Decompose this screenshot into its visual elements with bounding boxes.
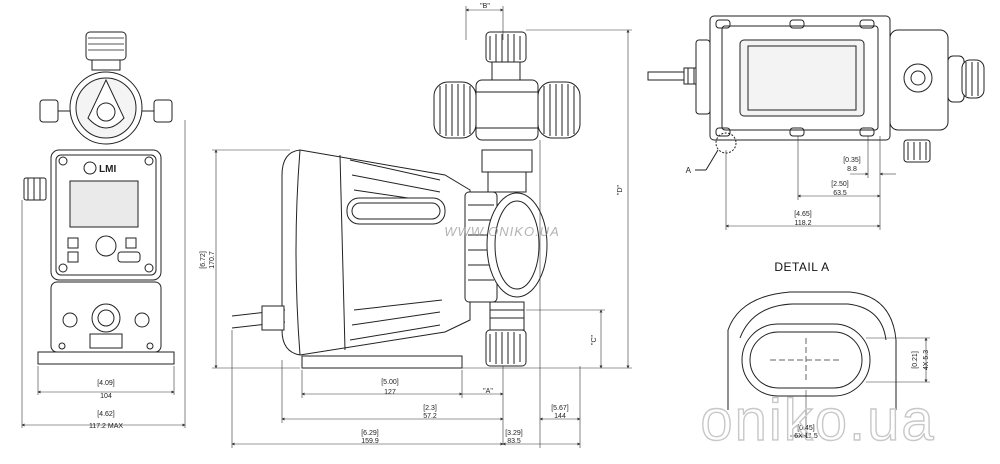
front-view: LMI: [23, 31, 175, 365]
front-max-width-in: [4.62]: [97, 411, 115, 418]
front-dimensions: [21, 120, 186, 428]
label-a: "A": [483, 388, 493, 395]
top-d3-in: [4.65]: [794, 211, 812, 218]
detail-h-in: [0.21]: [912, 351, 919, 369]
top-d1-in: [0.35]: [843, 157, 861, 164]
detail-dimensions: [790, 337, 930, 440]
side-d3-mm: 159.9: [361, 438, 379, 445]
side-d4-mm: 83.5: [507, 438, 521, 445]
side-dimensions: [212, 6, 632, 448]
label-d: "D": [617, 184, 624, 195]
label-b: "B": [480, 3, 490, 10]
side-d2-in: [2.3]: [423, 405, 437, 412]
front-max-width-mm: 117.2 MAX: [89, 423, 123, 430]
top-d2-mm: 63.5: [833, 190, 847, 197]
detail-h-mm: 4X 5.3: [923, 350, 930, 370]
side-d4-in: [3.29]: [505, 430, 523, 437]
detail-w-in: [0.45]: [797, 425, 815, 432]
side-height-in: [6.72]: [200, 251, 207, 269]
front-width-mm: 104: [100, 393, 112, 400]
label-c: "C": [591, 334, 598, 345]
side-d5-in: [5.67]: [551, 405, 569, 412]
top-view: [647, 15, 985, 171]
detail-title: DETAIL A: [774, 260, 829, 274]
side-d2-mm: 57.2: [423, 413, 437, 420]
top-d1-mm: 8.8: [847, 166, 857, 173]
callout-a: A: [686, 166, 692, 175]
side-d1-mm: 127: [384, 389, 396, 396]
side-d3-in: [6.29]: [361, 430, 379, 437]
front-width-in: [4.09]: [97, 380, 115, 387]
top-d2-in: [2.50]: [831, 181, 849, 188]
side-d5-mm: 144: [554, 413, 566, 420]
side-view: [231, 31, 581, 369]
watermark-big: oniko.ua: [700, 388, 935, 453]
side-height-mm: 170.7: [209, 251, 216, 269]
side-d1-in: [5.00]: [381, 379, 399, 386]
detail-a: [727, 291, 897, 410]
top-dimensions: [725, 136, 896, 230]
watermark-small: WWW.ONIKO.UA: [444, 224, 560, 239]
top-d3-mm: 118.2: [795, 220, 812, 227]
lmi-logo: LMI: [99, 164, 116, 175]
detail-w-mm: 6X 11.5: [794, 433, 818, 440]
